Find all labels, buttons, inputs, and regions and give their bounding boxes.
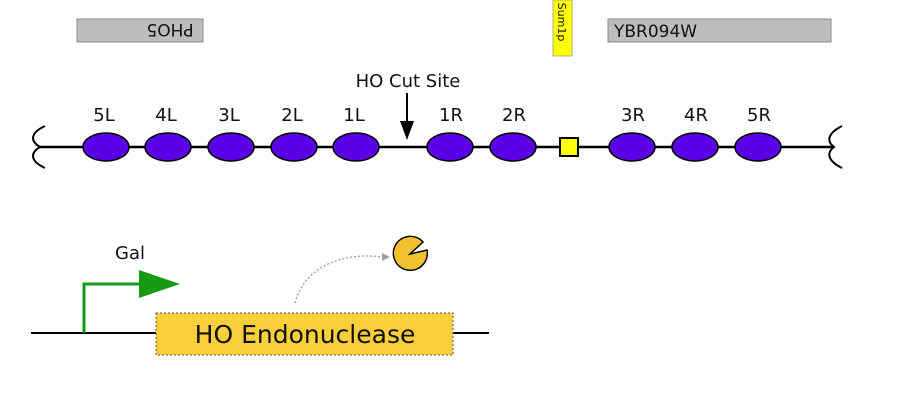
cut-site-arrow-icon (400, 121, 414, 140)
expression-arrowhead-icon (382, 253, 390, 261)
sum1p-marker-label: Sum1p (555, 3, 568, 42)
gal-promoter-label: Gal (115, 243, 145, 264)
ybr094w-gene-bar (607, 18, 832, 43)
nucleosome-label-2l: 2L (281, 105, 302, 126)
nucleosome-5l (82, 132, 130, 162)
nucleosome-label-5l: 5L (93, 105, 114, 126)
nucleosome-label-3l: 3L (218, 105, 239, 126)
chromosome-right-break-icon (828, 125, 843, 169)
nucleosome-4r (671, 132, 719, 162)
gal-promoter-arrowhead-icon (139, 270, 180, 298)
nucleosome-label-4r: 4R (684, 105, 708, 126)
sum1p-marker-bar (552, 0, 573, 57)
nucleosome-label-2r: 2R (502, 105, 526, 126)
nucleosomes-left: 5L 4L 3L 2L 1L (82, 105, 380, 162)
nucleosome-label-5r: 5R (747, 105, 771, 126)
ho-endonuclease-label: HO Endonuclease (195, 320, 416, 349)
nucleosome-3l (207, 132, 255, 162)
pho5-gene-bar (76, 18, 204, 43)
nucleosome-1r (426, 132, 474, 162)
nucleosome-2r (489, 132, 537, 162)
nucleosome-5r (734, 132, 782, 162)
pho5-gene-label: PHO5 (146, 19, 193, 39)
cut-site-label: HO Cut Site (356, 71, 461, 92)
nucleosome-3r (608, 132, 656, 162)
ybr094w-gene-label: YBR094W (613, 22, 697, 42)
chromosome-left-break-icon (32, 125, 46, 169)
nucleosome-1l (332, 132, 380, 162)
ho-enzyme-icon (392, 235, 429, 272)
ho-endonuclease-box (155, 312, 454, 356)
nucleosome-label-1r: 1R (439, 105, 463, 126)
nucleosome-label-4l: 4L (155, 105, 176, 126)
nucleosome-2l (270, 132, 318, 162)
nucleosome-label-1l: 1L (343, 105, 364, 126)
nucleosome-label-3r: 3R (621, 105, 645, 126)
sum1p-binding-site (559, 137, 579, 157)
gal-promoter-arrow (82, 282, 145, 333)
expression-dotted-arrow (294, 255, 383, 304)
nucleosome-4l (144, 132, 192, 162)
nucleosomes-right: 1R 2R 3R 4R 5R (426, 105, 782, 162)
